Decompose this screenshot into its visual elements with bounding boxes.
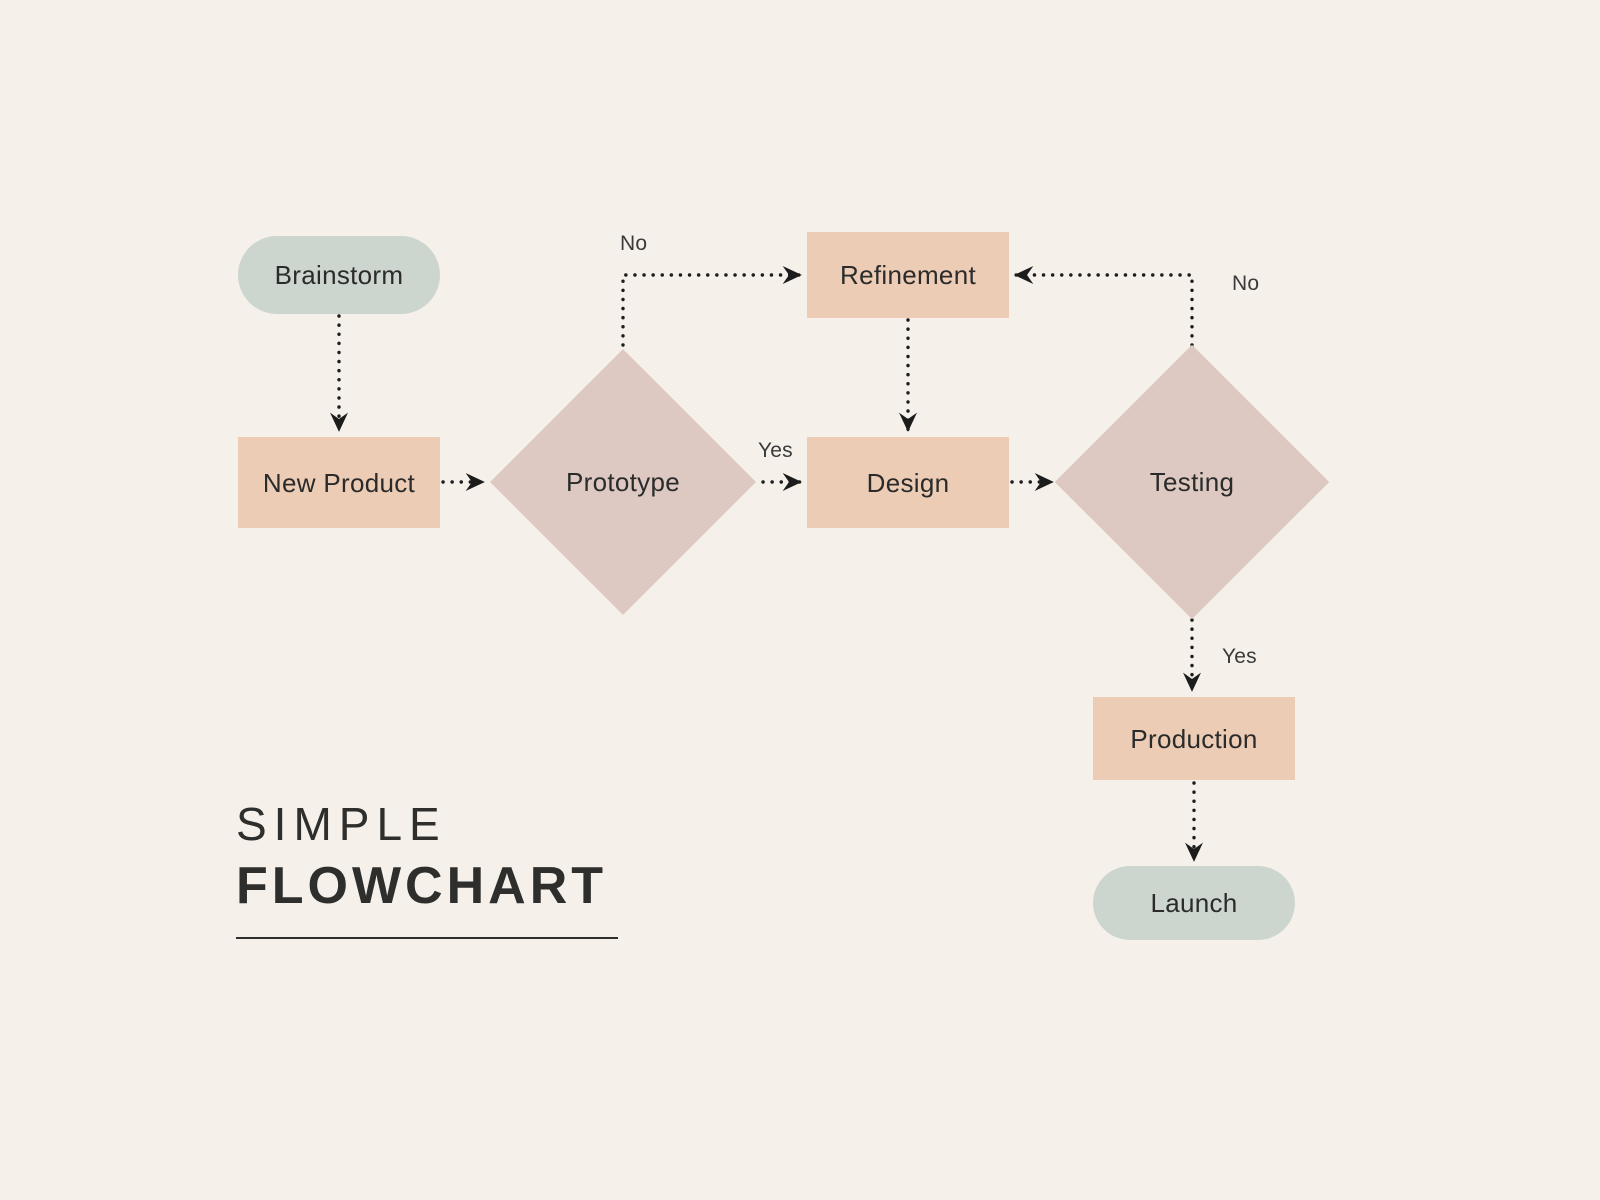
node-production-label: Production — [1130, 723, 1258, 754]
title-divider — [236, 936, 618, 939]
node-brainstorm[interactable]: Brainstorm — [238, 236, 440, 314]
node-new-product[interactable]: New Product — [238, 437, 440, 528]
node-production[interactable]: Production — [1093, 697, 1295, 780]
edge-label-no-testing: No — [1232, 272, 1260, 295]
page-title-line-1: SIMPLE — [236, 798, 447, 850]
edge-prototype-to-refinement — [621, 266, 802, 347]
node-testing-label: Testing — [1149, 467, 1235, 497]
title-block: SIMPLE FLOWCHART — [236, 798, 796, 939]
edge-label-yes-prototype: Yes — [758, 439, 793, 462]
node-launch-label: Launch — [1150, 888, 1238, 918]
node-design[interactable]: Design — [807, 437, 1009, 528]
node-testing[interactable]: Testing — [1054, 344, 1330, 620]
node-brainstorm-label: Brainstorm — [274, 260, 404, 290]
edge-testing-to-refinement — [1014, 266, 1194, 347]
node-new-product-label: New Product — [262, 467, 416, 498]
node-prototype-label: Prototype — [566, 467, 680, 497]
node-launch[interactable]: Launch — [1093, 866, 1295, 940]
node-refinement[interactable]: Refinement — [807, 232, 1009, 318]
edge-label-yes-testing: Yes — [1222, 645, 1257, 668]
node-design-label: Design — [866, 467, 950, 498]
node-refinement-label: Refinement — [840, 260, 976, 290]
node-prototype[interactable]: Prototype — [490, 349, 756, 615]
page-title-line-2: FLOWCHART — [236, 856, 608, 915]
edge-label-no-prototype: No — [620, 232, 648, 255]
